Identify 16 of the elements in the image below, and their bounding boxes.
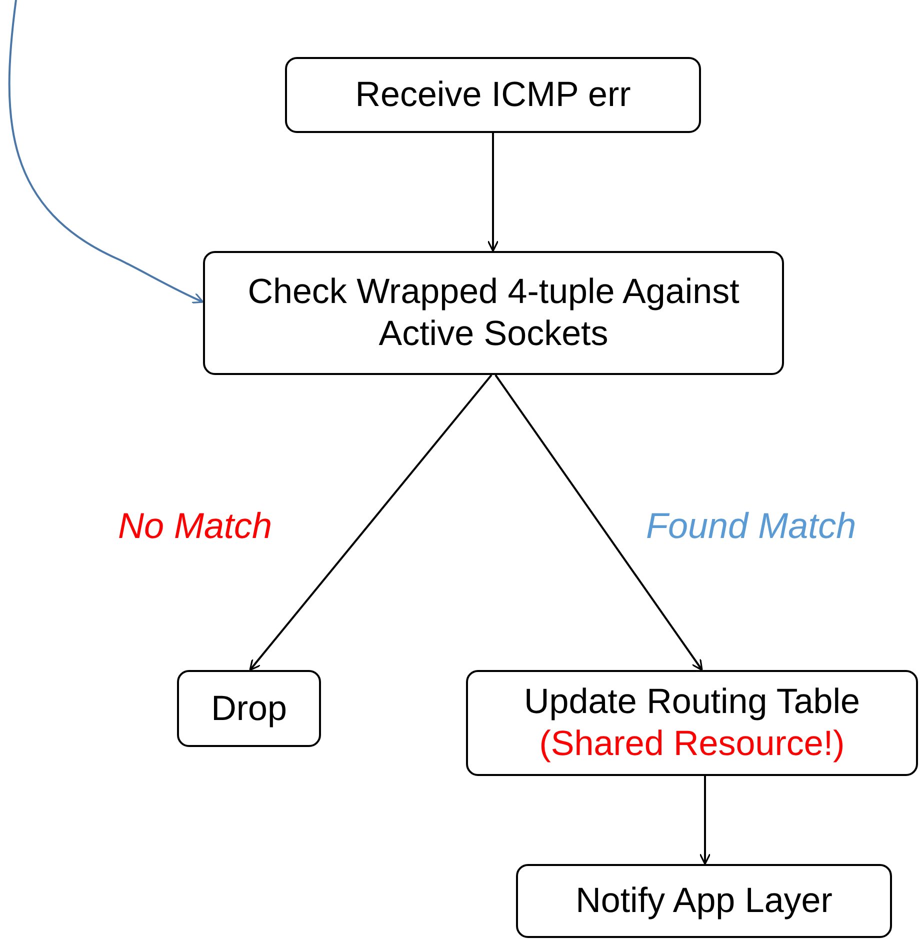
process-box	[516, 864, 892, 938]
process-box	[466, 670, 918, 776]
node-text: Notify App Layer	[576, 880, 832, 922]
arrow	[8, 0, 204, 304]
arrow	[249, 374, 492, 671]
process-box	[285, 57, 701, 133]
arrow	[699, 776, 711, 865]
arrow	[494, 374, 703, 671]
process-box	[177, 670, 321, 747]
node-text: Drop	[211, 688, 287, 730]
process-box	[203, 251, 784, 375]
node-note: (Shared Resource!)	[539, 723, 845, 765]
node-text: Check Wrapped 4-tuple Against Active Sockets	[246, 271, 740, 355]
node-text: Receive ICMP err	[355, 74, 631, 116]
node-text: Update Routing Table	[524, 681, 860, 723]
arrow	[487, 133, 499, 252]
